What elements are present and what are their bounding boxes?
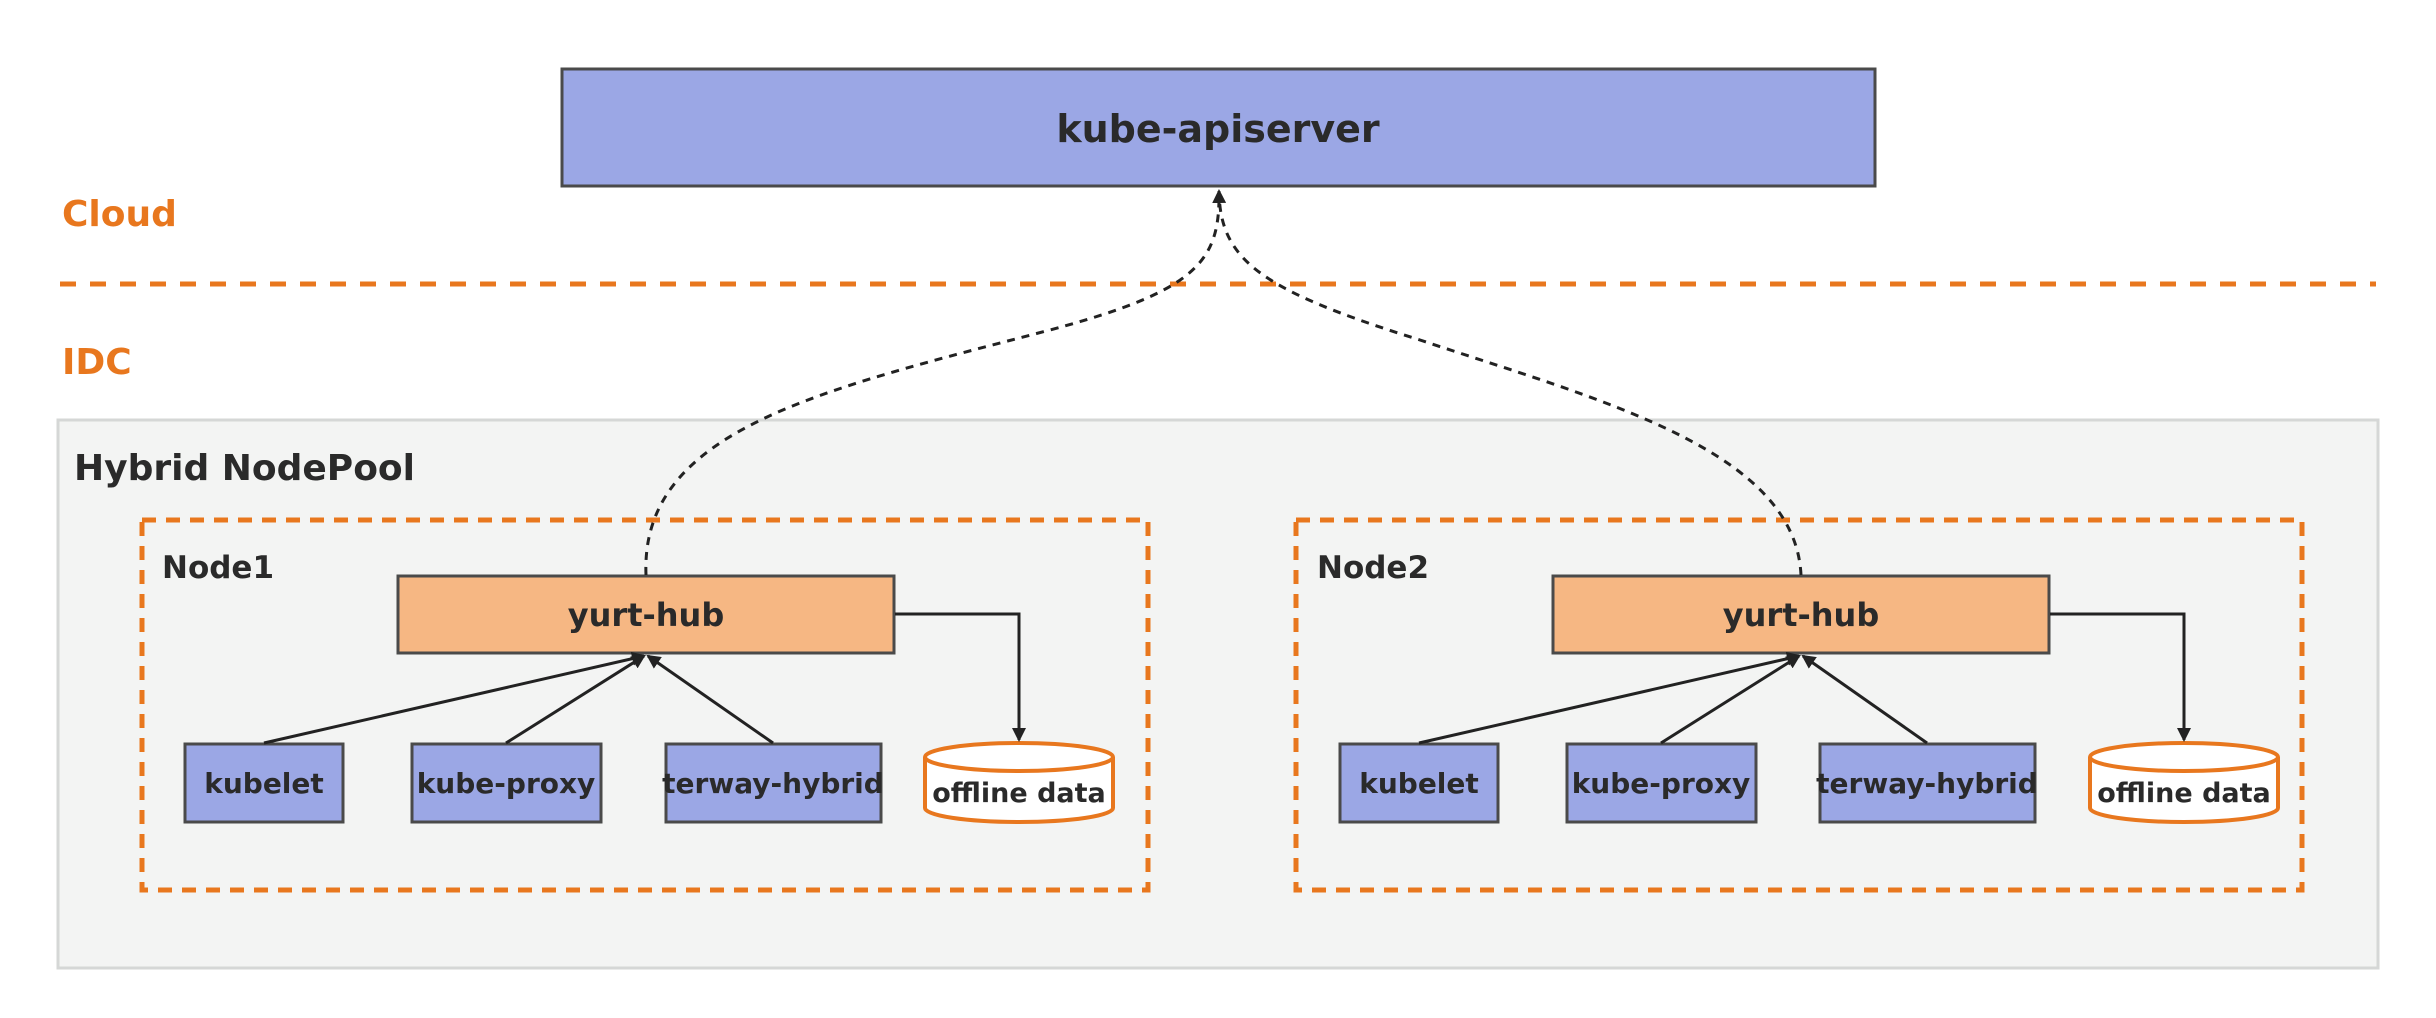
- nodepool-title: Hybrid NodePool: [74, 448, 415, 489]
- node1-kubelet-label: kubelet: [204, 767, 324, 800]
- node1: Node1 yurt-hub kubelet kube-proxy terway…: [139, 517, 1151, 893]
- node1-offline-data-arrow: [895, 612, 1026, 742]
- node2: Node2 yurt-hub kubelet kube-proxy terway…: [1293, 517, 2305, 893]
- kube-apiserver-label: kube-apiserver: [1056, 107, 1380, 151]
- node1-kubelet-arrow: [263, 651, 646, 745]
- cloud-zone-label: Cloud: [62, 194, 177, 235]
- node1-yurt-hub: yurt-hub: [396, 574, 896, 655]
- node2-offline-data-label: offline data: [2097, 778, 2271, 809]
- node1-kube-proxy: kube-proxy: [410, 742, 603, 824]
- node2-offline-data-cylinder: offline data: [2088, 741, 2280, 824]
- node2-kubelet-arrow: [1418, 651, 1801, 745]
- node2-terway-hybrid: terway-hybrid: [1816, 742, 2038, 824]
- node1-yurt-hub-label: yurt-hub: [568, 596, 724, 634]
- node2-yurt-hub: yurt-hub: [1551, 574, 2051, 655]
- node2-yurt-hub-label: yurt-hub: [1723, 596, 1879, 634]
- node1-kube-proxy-label: kube-proxy: [417, 767, 596, 800]
- node1-terway-hybrid-arrow: [646, 654, 774, 745]
- node2-terway-hybrid-arrow: [1801, 654, 1928, 745]
- node2-kubelet-label: kubelet: [1359, 767, 1479, 800]
- node2-kube-proxy: kube-proxy: [1565, 742, 1758, 824]
- node1-offline-data-cylinder: offline data: [923, 741, 1115, 824]
- node2-hub-to-apiserver-link: [1217, 190, 1803, 576]
- node1-offline-data-label: offline data: [932, 778, 1106, 809]
- idc-zone-label: IDC: [62, 342, 132, 383]
- hybrid-nodepool: Hybrid NodePool: [56, 418, 2380, 970]
- node2-kube-proxy-arrow: [1660, 654, 1801, 745]
- kube-apiserver: kube-apiserver: [560, 67, 1877, 188]
- node2-offline-data-arrow: [2050, 612, 2191, 742]
- node1-terway-hybrid-label: terway-hybrid: [662, 767, 884, 800]
- node2-kubelet: kubelet: [1338, 742, 1500, 824]
- node1-hub-to-apiserver-link: [644, 189, 1227, 576]
- node2-kube-proxy-label: kube-proxy: [1572, 767, 1751, 800]
- node1-title: Node1: [162, 550, 274, 586]
- node2-title: Node2: [1317, 550, 1429, 586]
- node2-terway-hybrid-label: terway-hybrid: [1816, 767, 2038, 800]
- node1-kubelet: kubelet: [183, 742, 345, 824]
- node1-kube-proxy-arrow: [505, 654, 646, 745]
- node1-terway-hybrid: terway-hybrid: [662, 742, 884, 824]
